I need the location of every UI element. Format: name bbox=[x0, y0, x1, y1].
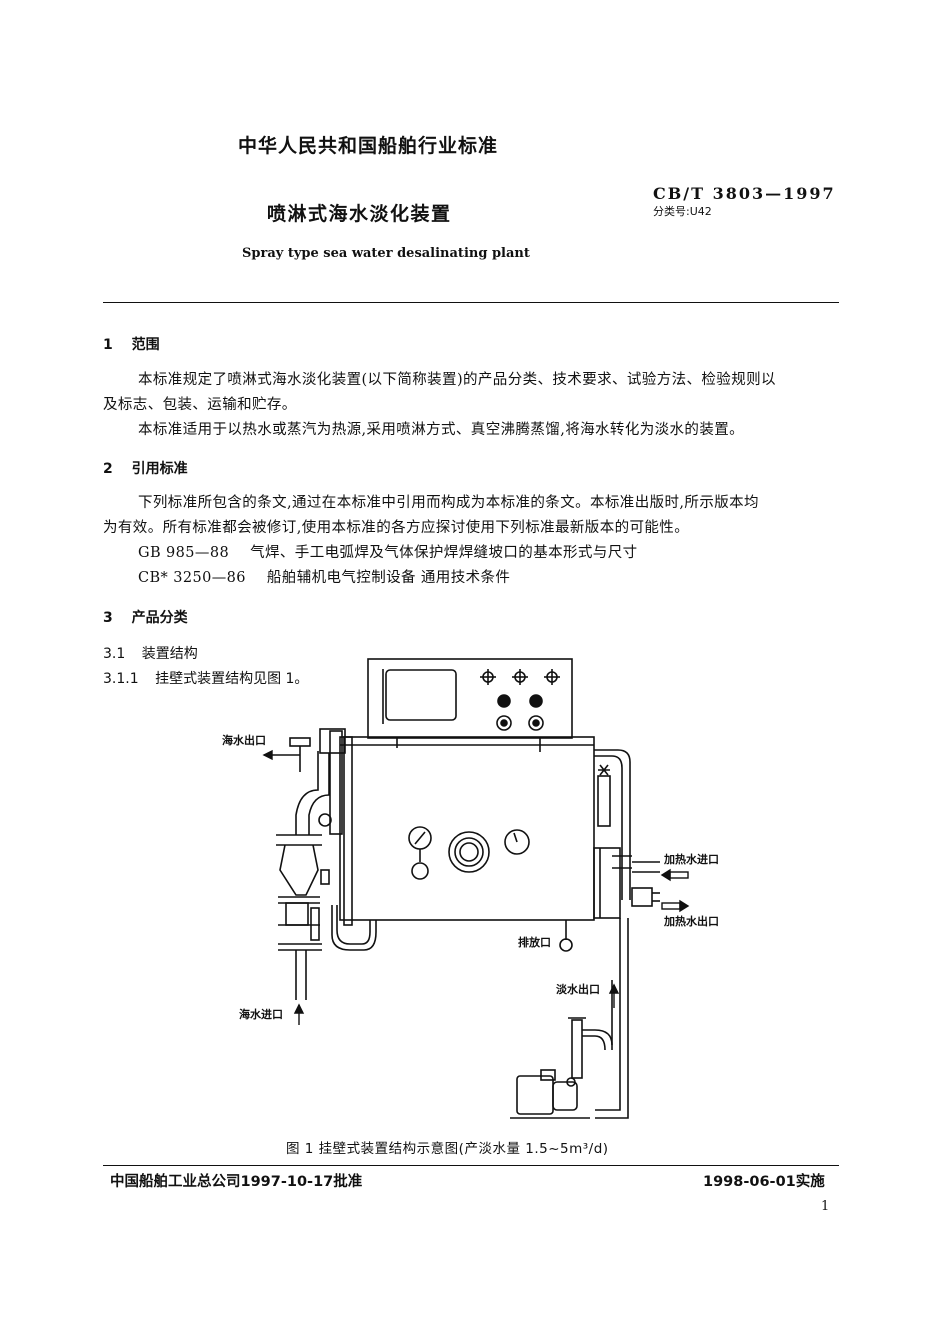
control-knob bbox=[529, 694, 543, 708]
subsection-text: 挂壁式装置结构见图 1。 bbox=[155, 671, 309, 687]
display-screen bbox=[385, 669, 457, 721]
sight-glass bbox=[448, 831, 490, 873]
section-title: 产品分类 bbox=[131, 610, 188, 626]
section-2-heading: 2 引用标准 bbox=[103, 458, 188, 478]
section-number: 1 bbox=[103, 337, 113, 353]
indicator-lamp bbox=[512, 669, 528, 685]
document-title-cn: 喷淋式海水淡化装置 bbox=[267, 203, 452, 225]
indicator-lamp bbox=[480, 669, 496, 685]
standard-number: CB/T 3803—1997 bbox=[653, 184, 836, 203]
label-freshwater-outlet: 淡水出口 bbox=[556, 982, 600, 996]
reference-cb3250: CB* 3250—86 船舶辅机电气控制设备 通用技术条件 bbox=[138, 566, 510, 591]
s2-paragraph-line-1: 下列标准所包含的条文,通过在本标准中引用而构成为本标准的条文。本标准出版时,所示… bbox=[138, 495, 759, 511]
section-title: 范围 bbox=[131, 337, 160, 353]
control-switch bbox=[528, 715, 544, 731]
figure-caption: 图 1 挂壁式装置结构示意图(产淡水量 1.5~5m³/d) bbox=[286, 1141, 609, 1157]
heating-outlet-arrow bbox=[661, 902, 681, 910]
right-pipework bbox=[559, 749, 660, 1010]
pump-motor bbox=[516, 1075, 554, 1115]
header-divider bbox=[103, 302, 839, 303]
subsection-title: 装置结构 bbox=[141, 646, 198, 662]
control-valve bbox=[320, 869, 330, 885]
section-title: 引用标准 bbox=[131, 461, 188, 477]
heating-inlet-arrow bbox=[669, 871, 689, 879]
heat-exchanger bbox=[593, 847, 621, 919]
section-number: 3 bbox=[103, 610, 113, 626]
control-panel bbox=[367, 658, 573, 739]
reference-code: CB* 3250—86 bbox=[138, 570, 246, 586]
control-switch bbox=[496, 715, 512, 731]
evaporator-shell bbox=[339, 736, 595, 921]
s2-paragraph-line-2: 为有效。所有标准都会被修订,使用本标准的各方应探讨使用下列标准最新版本的可能性。 bbox=[103, 520, 690, 536]
subsection-3-1: 3.1 装置结构 bbox=[103, 643, 198, 663]
reference-title: 气焊、手工电弧焊及气体保护焊焊缝坡口的基本形式与尺寸 bbox=[250, 545, 638, 561]
reference-title: 船舶辅机电气控制设备 通用技术条件 bbox=[266, 570, 511, 586]
freshwater-pump bbox=[510, 980, 629, 1119]
flow-arrows bbox=[262, 749, 690, 1025]
heater-flange bbox=[597, 775, 611, 827]
check-valve bbox=[318, 813, 332, 827]
section-number: 2 bbox=[103, 461, 113, 477]
pump-casing bbox=[552, 1081, 578, 1111]
section-1-heading: 1 范围 bbox=[103, 334, 160, 354]
control-knob bbox=[497, 694, 511, 708]
label-drain: 排放口 bbox=[518, 935, 551, 949]
label-heating-outlet: 加热水出口 bbox=[663, 914, 719, 928]
s1-paragraph-1-line-2: 及标志、包装、运输和贮存。 bbox=[103, 397, 297, 413]
vacuum-gauge bbox=[411, 862, 429, 880]
label-seawater-outlet: 海水出口 bbox=[222, 733, 266, 747]
outlet-flange bbox=[631, 887, 653, 907]
reference-gb985: GB 985—88 气焊、手工电弧焊及气体保护焊焊缝坡口的基本形式与尺寸 bbox=[138, 541, 638, 566]
reference-code: GB 985—88 bbox=[138, 545, 230, 561]
label-seawater-inlet: 海水进口 bbox=[239, 1007, 283, 1021]
document-title-en: Spray type sea water desalinating plant bbox=[242, 246, 530, 261]
section-3-heading: 3 产品分类 bbox=[103, 607, 188, 627]
indicator-lamp bbox=[544, 669, 560, 685]
left-pipework bbox=[276, 728, 377, 1000]
approval-statement: 中国船舶工业总公司1997-10-17批准 bbox=[110, 1174, 363, 1190]
s1-paragraph-1-line-1: 本标准规定了喷淋式海水淡化装置(以下简称装置)的产品分类、技术要求、试验方法、检… bbox=[138, 372, 776, 388]
effective-date: 1998-06-01实施 bbox=[703, 1174, 825, 1190]
page-number: 1 bbox=[821, 1199, 830, 1214]
subsection-number: 3.1 bbox=[103, 646, 126, 662]
drain-valve bbox=[559, 938, 573, 952]
ejector-body bbox=[285, 902, 309, 926]
classification-number: 分类号:U42 bbox=[653, 205, 712, 218]
subsection-3-1-1: 3.1.1 挂壁式装置结构见图 1。 bbox=[103, 668, 308, 688]
label-heating-inlet: 加热水进口 bbox=[663, 852, 719, 866]
org-standard-title: 中华人民共和国船舶行业标准 bbox=[238, 135, 499, 157]
ejector-nozzle bbox=[310, 907, 320, 941]
s1-paragraph-2: 本标准适用于以热水或蒸汽为热源,采用喷淋方式、真空沸腾蒸馏,将海水转化为淡水的装… bbox=[138, 422, 745, 438]
subsection-number: 3.1.1 bbox=[103, 671, 139, 687]
thermometer-dial bbox=[504, 829, 530, 855]
footer-divider bbox=[103, 1165, 839, 1166]
